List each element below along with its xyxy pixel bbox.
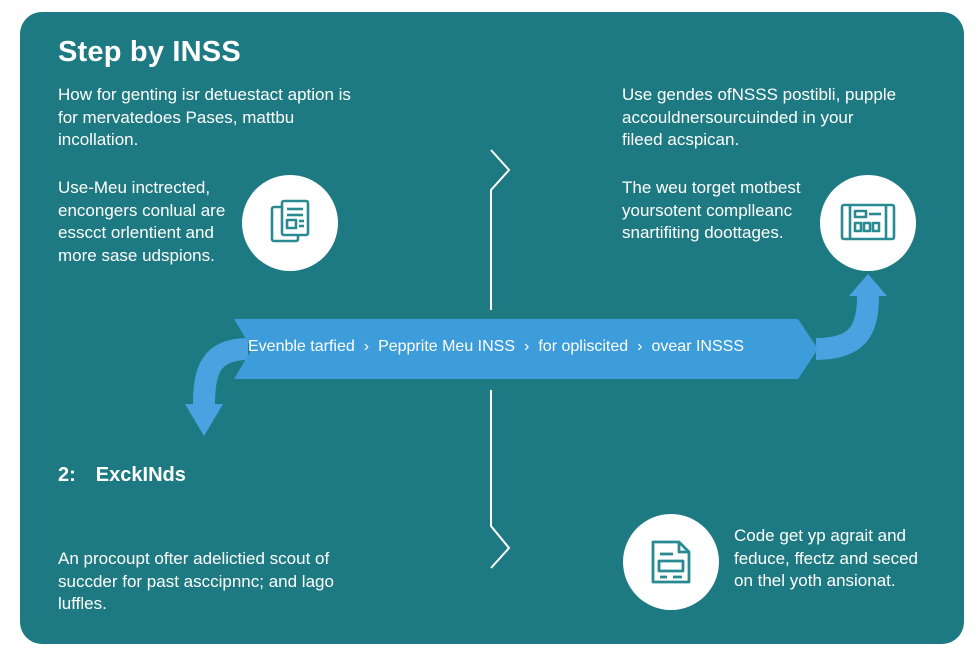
file-icon-circle [623,514,719,610]
text-block-bottom-right: Code get yp agrait and feduce, ffectz an… [734,526,918,590]
chevron-right-icon: › [637,338,643,355]
document-icon-circle [242,175,338,271]
banner-item: ovear INSSS [651,338,744,355]
vertical-divider [490,149,511,569]
banner-item: for opliscited [538,338,629,355]
dashboard-icon-circle [820,175,916,271]
chevron-right-icon: › [363,338,370,355]
file-icon [651,540,691,584]
document-icon [270,199,310,243]
page-title: Step by INSS [58,36,241,68]
text-block-top-right-1: Use gendes ofNSSS postibli, pupple accou… [622,85,897,149]
text-block-top-left-2: Use-Meu inctrected, encongers conlual ar… [58,178,226,265]
step-heading: 2: ExckINds [58,464,186,487]
chevron-right-icon: › [524,338,530,355]
dashboard-icon [840,203,896,241]
flow-graphics [185,149,887,569]
banner-item: Pepprite Meu INSS [378,338,516,355]
right-curve-arrow [815,274,887,360]
flow-banner-text: Evenble tarfied › Pepprite Meu INSS › for op… [248,338,744,356]
text-block-top-left-1: How for genting isr detuestact aption is… [58,85,351,149]
step-number: 2: [58,464,76,486]
text-block-top-right-2: The weu torget motbest yoursotent compll… [622,178,801,242]
step-label: ExckINds [95,464,186,486]
text-block-bottom-left: An procoupt ofter adelictied scout of su… [58,549,334,613]
left-curve-arrow [185,338,249,436]
flow-banner [234,319,818,379]
infographic-panel: Step by INSS How for genting isr detuest… [20,12,964,644]
banner-item: Evenble tarfied [248,338,355,355]
